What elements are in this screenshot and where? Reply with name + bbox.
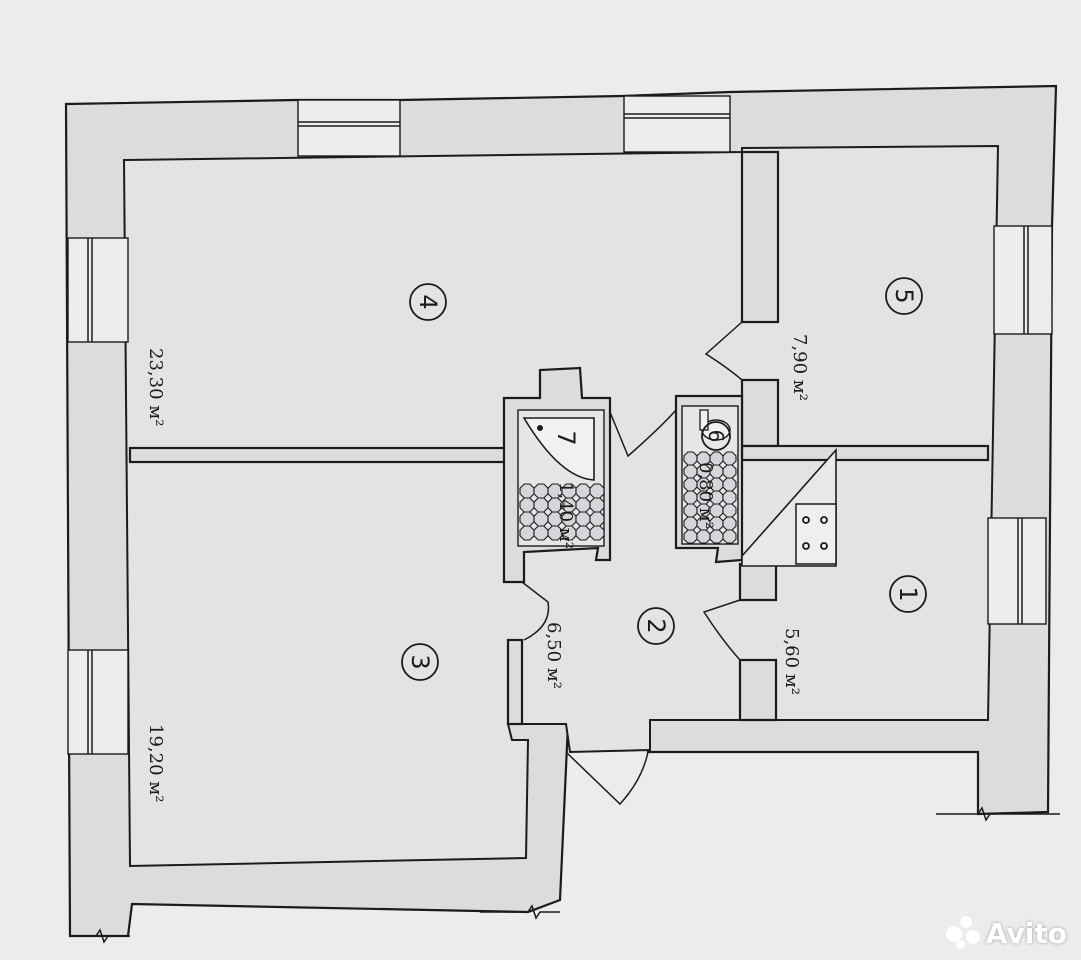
floor-tile xyxy=(519,511,535,527)
corner-shower-icon xyxy=(522,417,595,481)
floor-tile xyxy=(722,503,737,518)
room-1-badge xyxy=(889,575,927,613)
floor-tile xyxy=(575,525,591,541)
room-6-area: 0,80 м² xyxy=(695,462,716,529)
area-labels: 23,30 м² 7,90 м² 5,60 м² 6,50 м² 19,20 м… xyxy=(145,334,810,802)
floor-tile xyxy=(575,483,591,499)
room-7-area: 1,40 м² xyxy=(555,482,576,549)
room-3-area: 19,20 м² xyxy=(145,724,166,802)
watermark-text: Avito xyxy=(985,916,1067,950)
bathroom-7 xyxy=(517,409,605,547)
floor-tile xyxy=(589,497,605,513)
floor-tile xyxy=(589,483,605,499)
floor-tile xyxy=(575,511,591,527)
doors xyxy=(521,321,743,806)
floor-tile xyxy=(561,525,577,541)
floor-tile xyxy=(722,477,737,492)
room-1-number: 1 xyxy=(894,586,922,601)
break-marks xyxy=(70,806,1060,944)
floor-tile xyxy=(709,529,724,544)
avito-watermark: Avito xyxy=(945,916,1067,950)
floor-tile xyxy=(575,497,591,513)
floor-tile xyxy=(519,525,535,541)
toilet-6 xyxy=(681,405,739,545)
room-4-area: 23,30 м² xyxy=(145,348,166,426)
floor-tile xyxy=(696,529,711,544)
room-2-area: 6,50 м² xyxy=(543,622,564,689)
avito-logo-icon xyxy=(945,916,980,950)
floor-tile xyxy=(533,525,549,541)
floor-tile xyxy=(533,511,549,527)
room-6-badge xyxy=(701,421,731,451)
room-3-number: 3 xyxy=(406,654,434,669)
floor-tile xyxy=(519,497,535,513)
room-5-area: 7,90 м² xyxy=(789,334,810,401)
windows xyxy=(67,95,1053,755)
room-5-badge xyxy=(885,277,923,315)
kitchen-stove xyxy=(741,447,837,567)
floor-tile xyxy=(519,483,535,499)
room-1-area: 5,60 м² xyxy=(781,628,802,695)
room-2-badge xyxy=(637,607,675,645)
room-4-number: 4 xyxy=(414,294,442,309)
stove-icon xyxy=(795,503,837,565)
room-labels: 4 5 1 2 3 7 6 xyxy=(401,277,927,681)
floor-tile xyxy=(683,529,698,544)
room-7-number: 7 xyxy=(552,430,580,445)
floor-tile xyxy=(722,529,737,544)
floor-tile xyxy=(589,525,605,541)
floor-tile xyxy=(722,451,737,466)
room-3-badge xyxy=(401,643,439,681)
floor-tile xyxy=(533,483,549,499)
room-5-number: 5 xyxy=(890,288,918,303)
floor-tile xyxy=(722,516,737,531)
room-4-badge xyxy=(409,283,447,321)
floor-tile xyxy=(722,464,737,479)
room-6-number: 6 xyxy=(704,430,728,443)
room-2-number: 2 xyxy=(642,618,670,633)
floor-tile xyxy=(589,511,605,527)
floor-tile xyxy=(547,525,563,541)
floor-tile xyxy=(722,490,737,505)
floor-tile xyxy=(533,497,549,513)
